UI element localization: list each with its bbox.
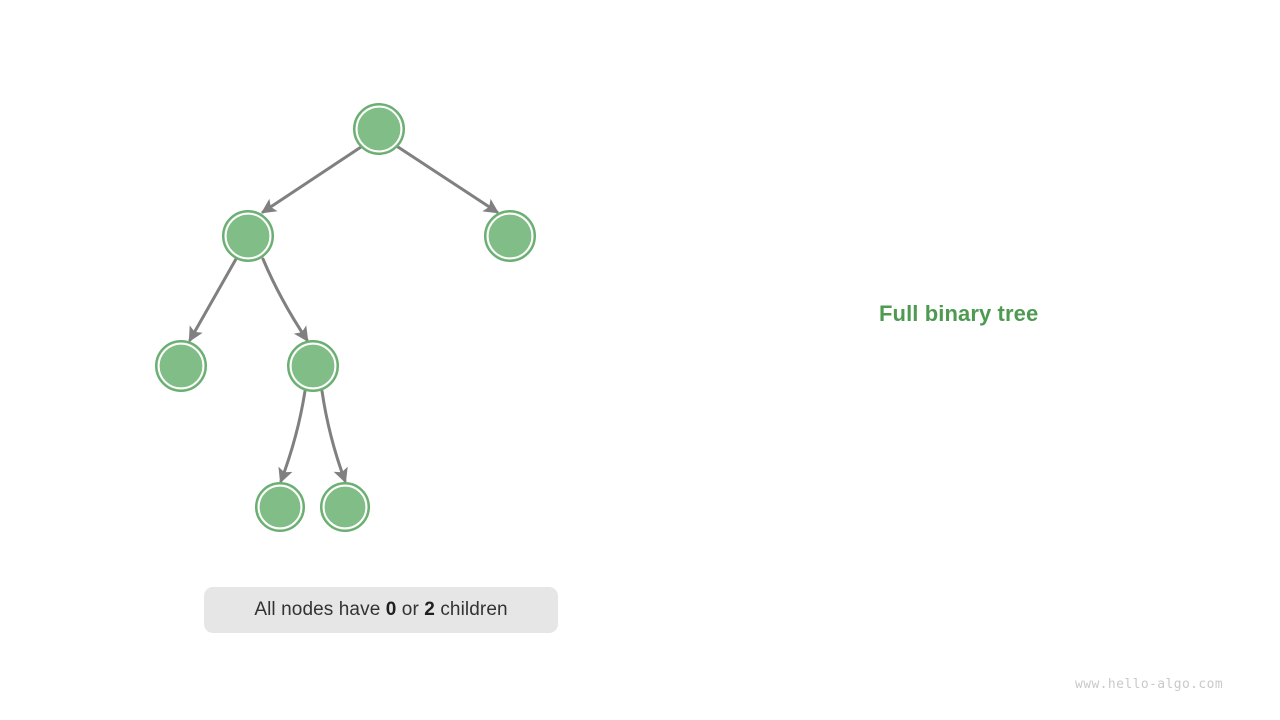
watermark: www.hello-algo.com [1075,677,1224,692]
tree-node [353,103,405,155]
tree-edge [261,257,309,342]
caption-count-two: 2 [424,599,435,620]
tree-node [255,482,305,532]
tree-edge [260,145,363,214]
tree-edge [188,257,238,343]
node-ring-gap [289,342,337,390]
caption-count-zero: 0 [385,599,397,620]
node-ring-gap [322,484,368,530]
caption-middle: or [396,599,425,620]
tree-edge [396,145,500,214]
tree-node [287,340,339,392]
tree-node [320,482,370,532]
page-title: Full binary tree [879,301,1039,326]
tree-edge [278,389,307,484]
tree-edges-group [188,145,500,484]
node-body [358,108,400,150]
tree-node [484,210,536,262]
tree-node [155,340,207,392]
tree-nodes-group [155,103,536,532]
caption-badge: All nodes have 0 or 2 children [204,587,558,633]
node-ring-gap [224,212,272,260]
node-ring-gap [486,212,534,260]
tree-node [222,210,274,262]
node-body [325,487,365,527]
node-body [489,215,531,257]
node-ring-gap [157,342,205,390]
caption-text: All nodes have 0 or 2 children [254,599,507,621]
node-ring-gap [355,105,403,153]
tree-edge [320,389,348,484]
node-body [292,345,334,387]
node-body [227,215,269,257]
node-ring-gap [257,484,303,530]
caption-suffix: children [434,599,508,620]
caption-prefix: All nodes have [254,599,386,620]
node-body [260,487,300,527]
node-body [160,345,202,387]
